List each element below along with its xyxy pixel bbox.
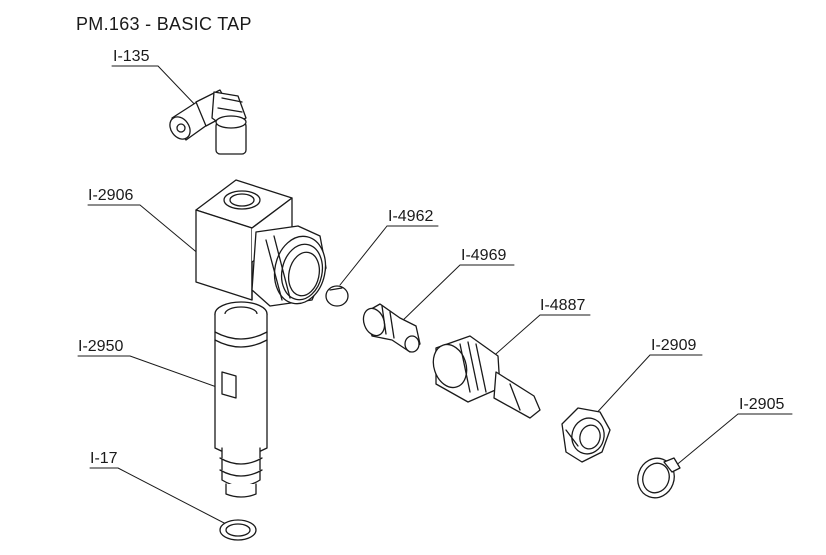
part-i17-o-ring xyxy=(219,519,257,541)
leader-i2905 xyxy=(667,413,793,473)
leader-i135 xyxy=(111,65,201,111)
callout-i17: I-17 xyxy=(90,450,118,467)
leader-i17 xyxy=(89,467,229,526)
leader-i4969 xyxy=(397,264,515,326)
callout-i135: I-135 xyxy=(113,48,150,65)
leader-i2909 xyxy=(591,354,703,419)
part-i4969-spindle xyxy=(362,303,421,353)
part-i2950-valve-body xyxy=(214,301,268,498)
leader-i2906 xyxy=(87,204,201,256)
callout-i4969: I-4969 xyxy=(461,247,507,264)
part-i4962-disc xyxy=(325,285,349,307)
part-i2906-body-block xyxy=(195,179,327,307)
leader-lines xyxy=(77,65,793,526)
callout-i4887: I-4887 xyxy=(540,297,586,314)
leader-i4962 xyxy=(339,225,439,286)
callout-i2906: I-2906 xyxy=(88,187,134,204)
part-i2905-circlip xyxy=(637,457,681,499)
callout-i2909: I-2909 xyxy=(651,337,697,354)
part-i4887-valve-stem xyxy=(432,335,541,419)
leader-i2950 xyxy=(77,355,226,391)
diagram-title: PM.163 - BASIC TAP xyxy=(76,14,252,34)
callout-i2905: I-2905 xyxy=(739,396,785,413)
callout-i4962: I-4962 xyxy=(388,208,434,225)
part-i135-elbow-fitting xyxy=(169,89,247,155)
callout-i2950: I-2950 xyxy=(78,338,124,355)
part-i2909-hex-nut xyxy=(561,407,611,463)
